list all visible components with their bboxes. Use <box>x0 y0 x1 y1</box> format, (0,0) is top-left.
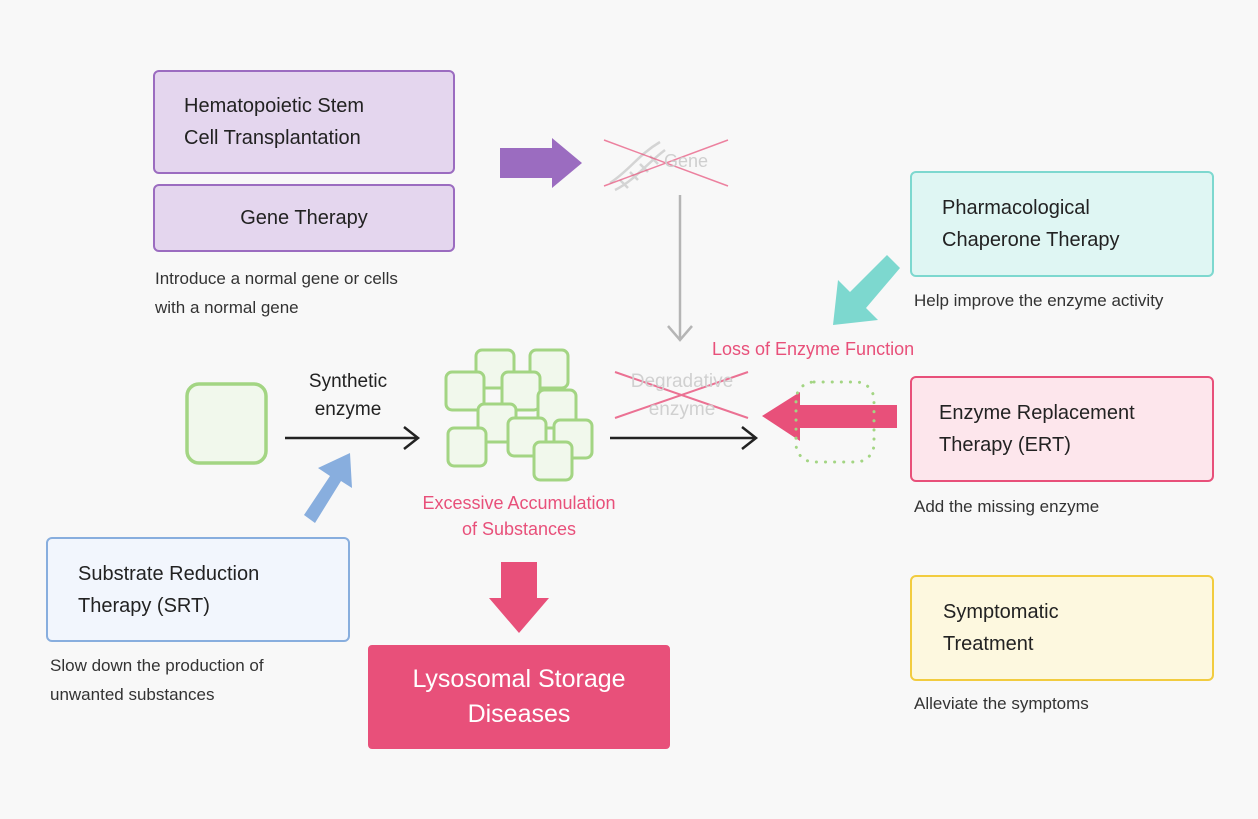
gray-down-arrow <box>667 195 693 342</box>
gene-cross-icon <box>603 139 729 187</box>
pink-left-arrow <box>762 392 897 441</box>
chaperone-desc: Help improve the enzyme activity <box>914 291 1164 310</box>
gene-therapy-desc: Introduce a normal gene or cells with a … <box>155 269 398 317</box>
srt-desc: Slow down the production of unwanted sub… <box>50 656 264 704</box>
gene-therapy-box: Gene Therapy <box>153 184 455 252</box>
symptomatic-desc: Alleviate the symptoms <box>914 694 1089 713</box>
accumulation-label: Excessive Accumulation of Substances <box>422 493 616 539</box>
gene-therapy-label: Gene Therapy <box>240 207 368 229</box>
green-substance-cluster <box>444 348 594 482</box>
symptomatic-box: Symptomatic Treatment <box>910 575 1214 681</box>
chaperone-box: Pharmacological Chaperone Therapy <box>910 171 1214 277</box>
green-substance-single <box>185 382 268 465</box>
disease-box: Lysosomal Storage Diseases <box>368 645 670 749</box>
symptomatic-label: Symptomatic Treatment <box>943 601 1059 655</box>
srt-label: Substrate Reduction Therapy (SRT) <box>78 562 260 617</box>
hsct-box: Hematopoietic Stem Cell Transplantation <box>153 70 455 174</box>
blue-arrow <box>304 453 352 523</box>
purple-arrow <box>500 138 582 188</box>
hsct-label: Hematopoietic Stem Cell Transplantation <box>184 95 365 149</box>
chaperone-label: Pharmacological Chaperone Therapy <box>942 197 1120 251</box>
ert-label: Enzyme Replacement Therapy (ERT) <box>939 402 1135 456</box>
missing-enzyme-outline <box>794 380 876 464</box>
srt-box: Substrate Reduction Therapy (SRT) <box>46 537 350 642</box>
black-arrow-2 <box>610 426 759 450</box>
gene-label: Gene <box>664 151 709 171</box>
loss-of-function-label: Loss of Enzyme Function <box>712 339 915 359</box>
ert-desc: Add the missing enzyme <box>914 497 1100 516</box>
teal-arrow <box>833 255 900 325</box>
ert-box: Enzyme Replacement Therapy (ERT) <box>910 376 1214 482</box>
synthetic-enzyme-label: Synthetic enzyme <box>308 371 388 420</box>
black-arrow-1 <box>285 426 421 450</box>
degradative-cross-icon <box>614 371 749 419</box>
pink-down-arrow <box>489 562 549 633</box>
disease-label: Lysosomal Storage Diseases <box>412 665 626 728</box>
degradative-enzyme-label: Degradative enzyme <box>630 371 734 420</box>
